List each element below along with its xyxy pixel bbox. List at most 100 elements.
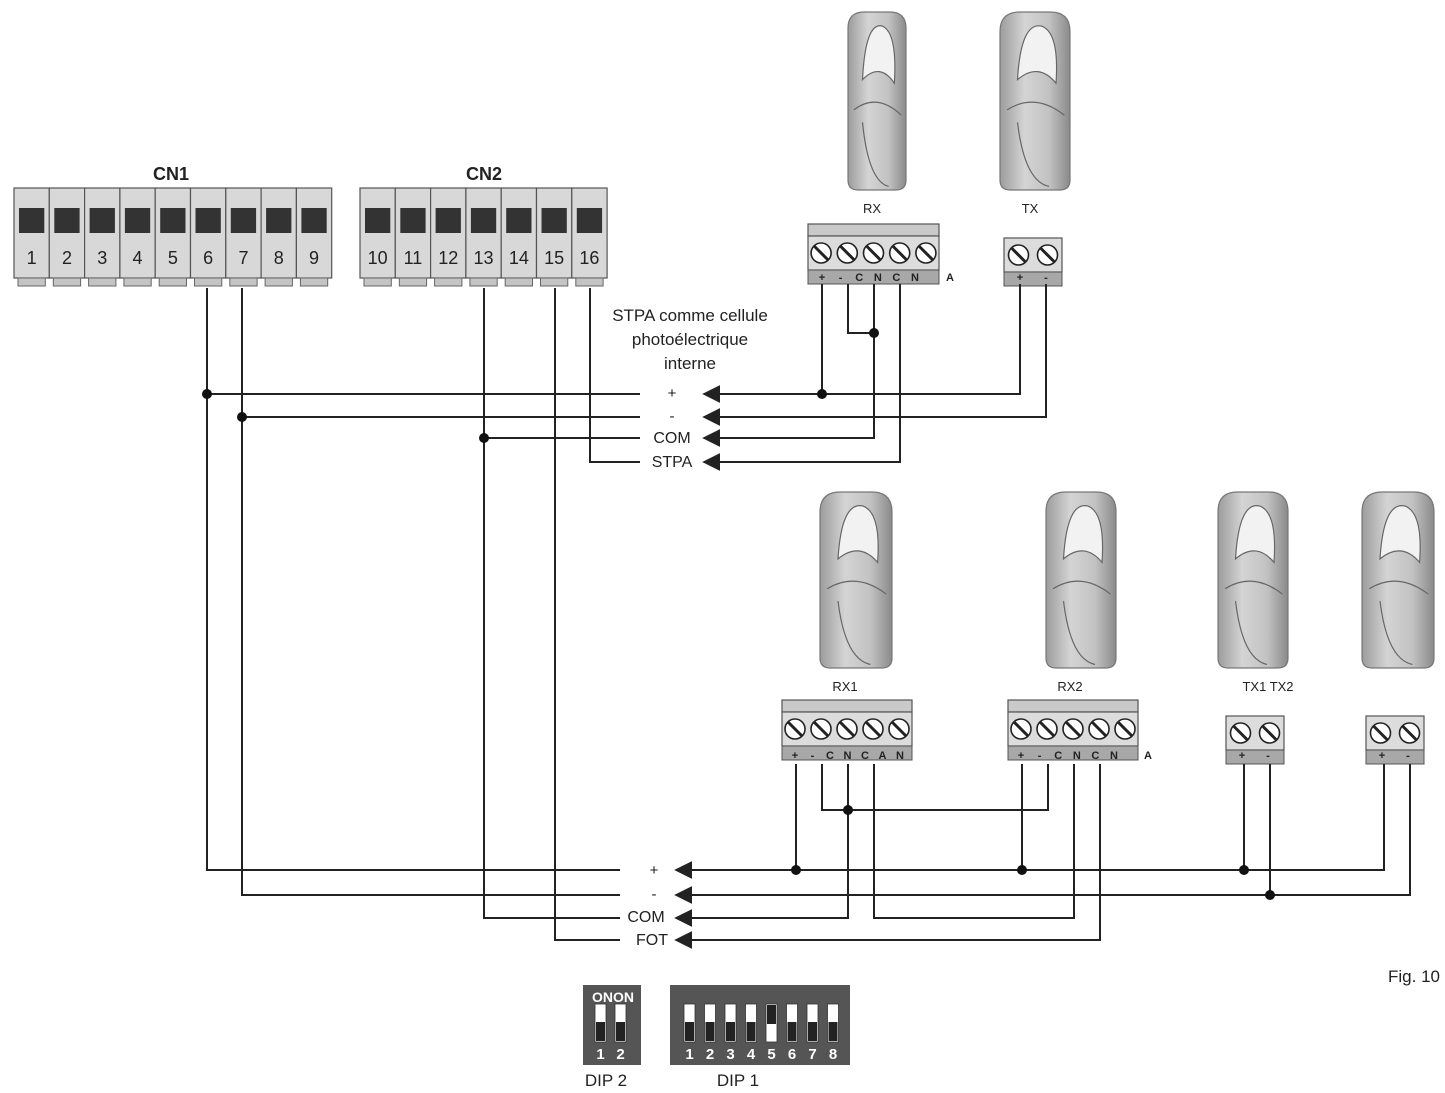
terminal-label: - [839, 272, 843, 284]
lower-bus-labels: + - COM FOT [627, 862, 668, 949]
screw-icon [1010, 718, 1032, 740]
pin-number: 10 [368, 248, 388, 268]
dip-toggle-2[interactable]: 2 [614, 1003, 627, 1063]
screw-icon [1114, 718, 1136, 740]
tx1-tx2-label: TX1 TX2 [1242, 679, 1293, 694]
rx1-sensor-icon [819, 491, 893, 669]
terminal-pin-7: 7 [225, 187, 262, 287]
terminal-label: - [811, 750, 815, 762]
pin-number: 16 [579, 248, 599, 268]
tx2-sensor-icon [1361, 491, 1435, 669]
dip-toggle-4[interactable]: 4 [745, 1003, 757, 1063]
upper-bus-minus: - [670, 408, 675, 425]
lower-bus-minus: - [652, 886, 657, 903]
upper-bus-plus: + [668, 385, 677, 402]
pin-number: 11 [404, 248, 423, 268]
pin-number: 2 [62, 248, 72, 268]
terminal-suffix: A [1144, 750, 1152, 762]
pin-number: 13 [474, 248, 494, 268]
pin-number: 5 [168, 248, 178, 268]
terminal-label: N [896, 750, 904, 762]
terminal-label: N [874, 272, 882, 284]
terminal-label: N [844, 750, 852, 762]
pin-number: 12 [438, 248, 458, 268]
dip-toggle-1[interactable]: 1 [594, 1003, 607, 1063]
terminal-label: C [892, 272, 900, 284]
cn2-label: CN2 [466, 164, 502, 184]
terminal-label: + [1018, 750, 1024, 762]
terminal-pin-16: 16 [571, 187, 608, 287]
dip-number: 4 [747, 1046, 756, 1063]
dip-toggle-2[interactable]: 2 [704, 1003, 716, 1063]
wiring [202, 284, 1411, 949]
terminal-pin-6: 6 [189, 187, 227, 287]
dip-toggle-3[interactable]: 3 [724, 1003, 737, 1063]
pin-number: 14 [509, 248, 529, 268]
terminal-label: + [1379, 750, 1385, 762]
rx-label: RX [863, 201, 881, 216]
pin-number: 6 [203, 248, 213, 268]
terminal-label: C [855, 272, 863, 284]
tx-sensor-icon [999, 11, 1071, 191]
upper-bus-labels: + - COM STPA [652, 385, 693, 471]
dip2-label: DIP 2 [585, 1071, 627, 1090]
terminal-pin-8: 8 [260, 187, 298, 287]
screw-icon [784, 718, 806, 740]
dip1-label: DIP 1 [717, 1071, 759, 1090]
terminal-suffix: A [946, 272, 954, 284]
screw-icon [1398, 722, 1421, 744]
rx2-label: RX2 [1057, 679, 1082, 694]
dip-toggle-8[interactable]: 8 [827, 1003, 839, 1063]
terminal-pin-10: 10 [359, 187, 396, 287]
terminal-label: C [861, 750, 869, 762]
dip-toggle-6[interactable]: 6 [786, 1003, 798, 1063]
terminal-pin-11: 11 [394, 187, 432, 287]
terminal-label: - [1266, 750, 1270, 762]
rx1-terminal-strip [781, 699, 913, 761]
screw-icon [836, 718, 858, 740]
screw-icon [1036, 244, 1059, 266]
terminal-label: + [792, 750, 798, 762]
figure-label: Fig. 10 [1388, 967, 1440, 986]
rx-sensor-icon [847, 11, 907, 191]
dip-number: 1 [685, 1046, 693, 1063]
terminal-label: N [911, 272, 919, 284]
terminal-pin-5: 5 [154, 187, 192, 287]
terminal-pin-3: 3 [83, 187, 121, 287]
dip-number: 5 [767, 1046, 775, 1063]
tx2-terminal-strip [1365, 715, 1425, 765]
dip2-header: ONON [592, 989, 634, 1005]
terminal-pin-15: 15 [535, 187, 573, 287]
dip-toggle-5[interactable]: 5 [765, 1003, 778, 1063]
screw-icon [810, 718, 832, 740]
lower-tx2-photocell: +- [1361, 491, 1435, 765]
lower-tx1-photocell: TX1 TX2 + - [1217, 491, 1294, 765]
screw-icon [888, 242, 911, 264]
dip-toggle-7[interactable]: 7 [806, 1003, 819, 1063]
screw-icon [1036, 718, 1058, 740]
terminal-label: A [879, 750, 887, 762]
screw-icon [862, 242, 885, 264]
dip-number: 3 [726, 1046, 734, 1063]
screw-icon [1369, 722, 1392, 744]
terminal-label: + [1017, 272, 1023, 284]
pin-number: 7 [238, 248, 248, 268]
upper-tx-photocell: TX +- [999, 11, 1071, 287]
upper-bus-com: COM [653, 430, 690, 447]
tx1-terminal-strip [1225, 715, 1285, 765]
terminal-pin-2: 2 [48, 187, 86, 287]
terminal-label: + [819, 272, 825, 284]
terminal-label: + [1239, 750, 1245, 762]
dip-toggle-1[interactable]: 1 [683, 1003, 696, 1063]
pin-number: 8 [274, 248, 284, 268]
cn1-label: CN1 [153, 164, 189, 184]
rx2-terminal-strip [1007, 699, 1139, 761]
screw-icon [836, 242, 859, 264]
tx-terminal-strip [1003, 237, 1063, 287]
terminal-pin-9: 9 [295, 187, 333, 287]
screw-icon [1258, 722, 1281, 744]
rx1-label: RX1 [832, 679, 857, 694]
